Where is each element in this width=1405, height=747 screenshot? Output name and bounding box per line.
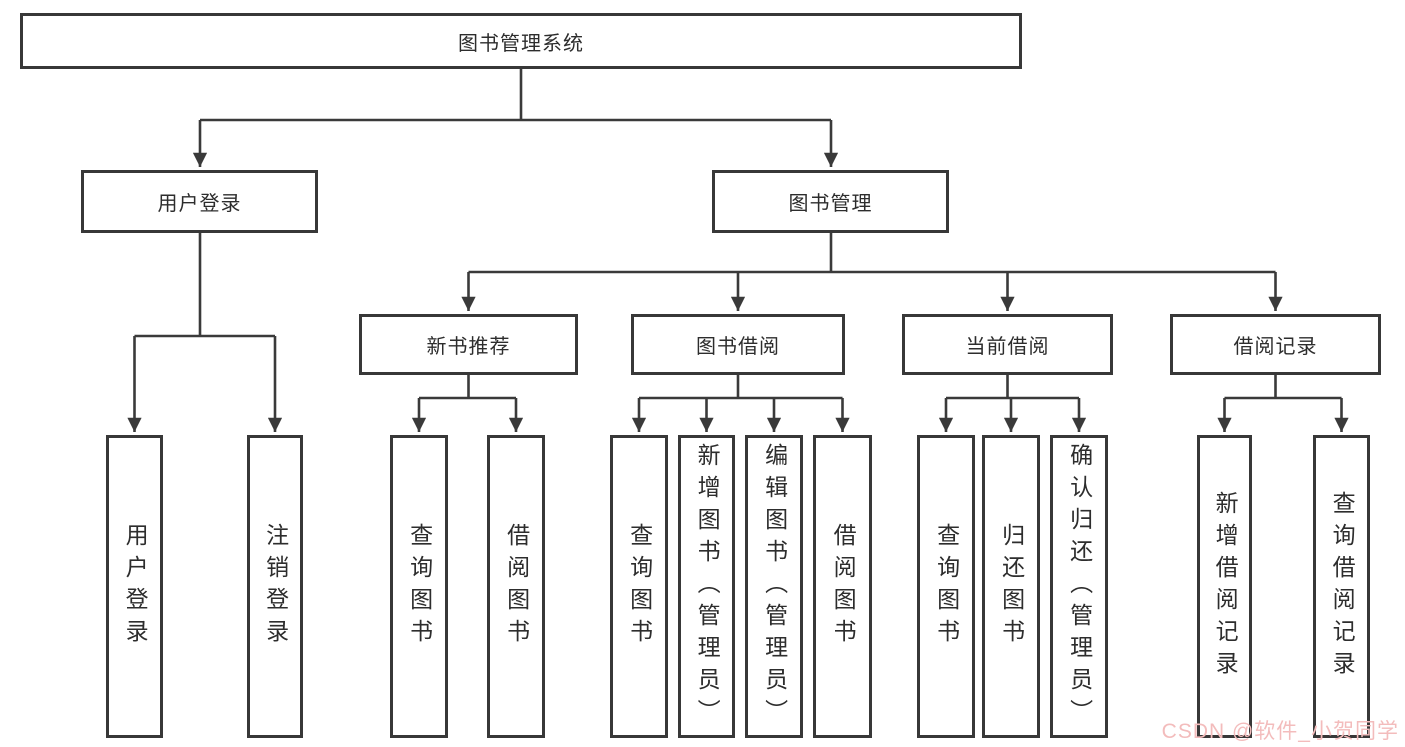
node-leaf-add-borrow-record: 新增借阅记录 [1197, 435, 1252, 738]
node-leaf-search-borrow-record: 查询借阅记录 [1313, 435, 1370, 738]
node-new-book-recommend: 新书推荐 [359, 314, 578, 375]
node-leaf-user-login: 用户登录 [106, 435, 163, 738]
node-book-borrow: 图书借阅 [631, 314, 845, 375]
node-leaf-add-books-admin: 新增图书（管理员） [678, 435, 735, 738]
node-leaf-search-books-3: 查询图书 [917, 435, 975, 738]
node-leaf-search-books-1: 查询图书 [390, 435, 448, 738]
node-leaf-confirm-return-admin: 确认归还（管理员） [1050, 435, 1108, 738]
node-leaf-logout: 注销登录 [247, 435, 303, 738]
node-borrow-record: 借阅记录 [1170, 314, 1381, 375]
node-leaf-borrow-books-2: 借阅图书 [813, 435, 872, 738]
node-root-library-system: 图书管理系统 [20, 13, 1022, 69]
node-book-management: 图书管理 [712, 170, 949, 233]
node-user-login: 用户登录 [81, 170, 318, 233]
node-leaf-return-books: 归还图书 [982, 435, 1040, 738]
node-current-borrow: 当前借阅 [902, 314, 1113, 375]
node-leaf-borrow-books-1: 借阅图书 [487, 435, 545, 738]
node-leaf-edit-books-admin: 编辑图书（管理员） [745, 435, 803, 738]
watermark: CSDN @软件_小贺同学 [1161, 720, 1399, 743]
node-leaf-search-books-2: 查询图书 [610, 435, 668, 738]
